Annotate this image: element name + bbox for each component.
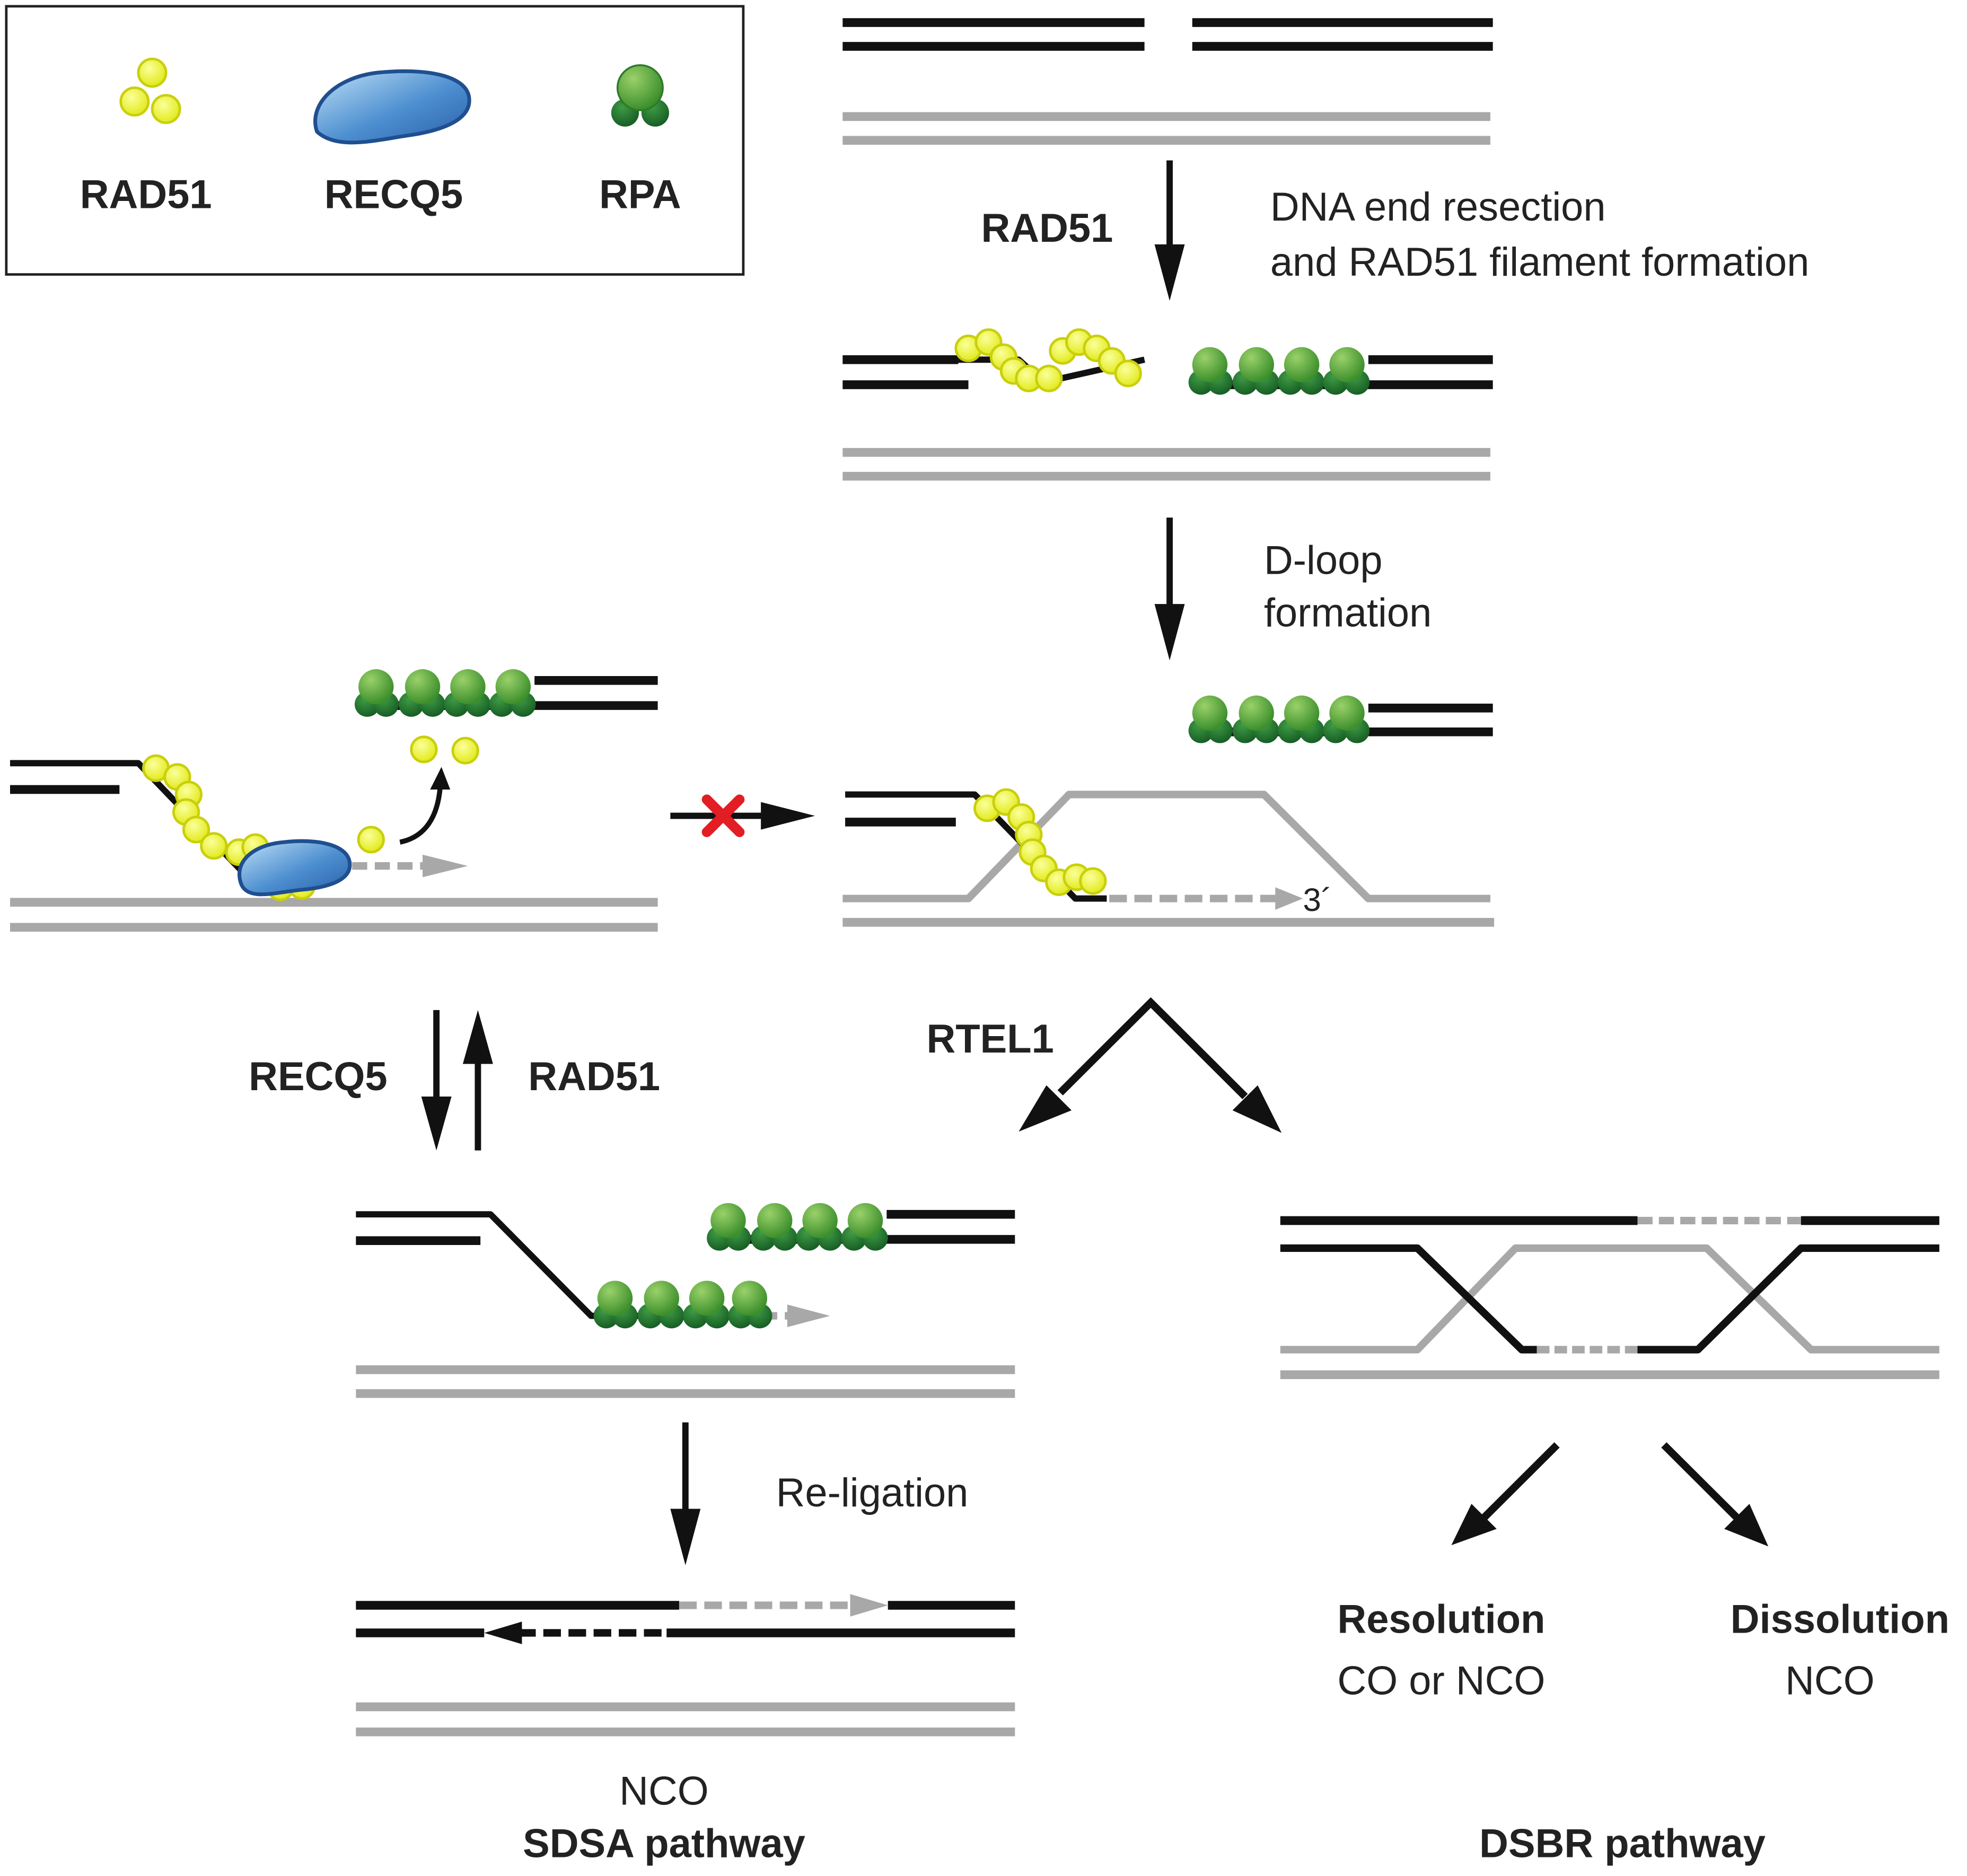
legend-rad51-label: RAD51 [80, 172, 212, 217]
arrow-resection [1154, 160, 1185, 301]
arrows-rtel1 [1018, 997, 1282, 1133]
stage-dloop: 3´ [842, 695, 1495, 927]
arrow-dloop [1154, 518, 1185, 661]
stage-sdsa-product [356, 1594, 1015, 1737]
dissolution-title: Dissolution [1731, 1597, 1950, 1642]
religation-label: Re-ligation [776, 1470, 969, 1515]
dissolution-result: NCO [1785, 1658, 1875, 1703]
resection-label-line2: and RAD51 filament formation [1270, 240, 1810, 285]
arrow-religation [670, 1422, 701, 1565]
arrows-dhj-outcomes [1451, 1442, 1769, 1547]
dloop-label-line2: formation [1264, 591, 1432, 636]
rpa-filament-displaced [354, 669, 536, 717]
resolution-title: Resolution [1337, 1597, 1545, 1642]
resolution-result: CO or NCO [1337, 1658, 1545, 1703]
resection-label-line1: DNA end resection [1270, 185, 1606, 230]
stage-recq5-disruption [10, 669, 658, 932]
stage-dsb [842, 18, 1493, 145]
three-prime-label: 3´ [1303, 882, 1332, 918]
recq5-helicase [237, 839, 352, 897]
rpa-filament [1188, 347, 1370, 395]
rad51-filament-dloop [973, 788, 1107, 896]
legend-rpa-label: RPA [599, 172, 681, 217]
sdsa-result-label: NCO [619, 1768, 709, 1813]
rpa-filament-sdsa [593, 1281, 772, 1329]
recq5-step-label: RECQ5 [249, 1054, 387, 1099]
blocked-arrow [670, 794, 815, 837]
block-x-icon [701, 794, 745, 837]
rpa-icon [611, 64, 669, 127]
rad51-filament [954, 328, 1142, 392]
rad51-icon [119, 57, 181, 124]
legend-frame [5, 5, 745, 276]
arrows-recq5-rad51 [421, 1010, 493, 1151]
recq5-icon [313, 69, 471, 145]
sdsa-pathway-label: SDSA pathway [523, 1821, 805, 1866]
rad51-step-label: RAD51 [528, 1054, 660, 1099]
resection-enzyme-label: RAD51 [981, 206, 1113, 251]
rpa-filament-dloop [1188, 695, 1370, 743]
dloop-label-line1: D-loop [1264, 538, 1383, 583]
rpa-filament-sdsa-end [707, 1203, 888, 1251]
rtel1-label: RTEL1 [926, 1016, 1053, 1062]
legend: RAD51 RECQ5 RPA [5, 5, 745, 276]
legend-recq5-label: RECQ5 [324, 172, 463, 217]
stage-sdsa-displacement [356, 1203, 1015, 1398]
stage-resection [842, 328, 1493, 481]
dsbr-pathway-label: DSBR pathway [1479, 1821, 1766, 1866]
stage-dhj [1280, 1216, 1939, 1379]
